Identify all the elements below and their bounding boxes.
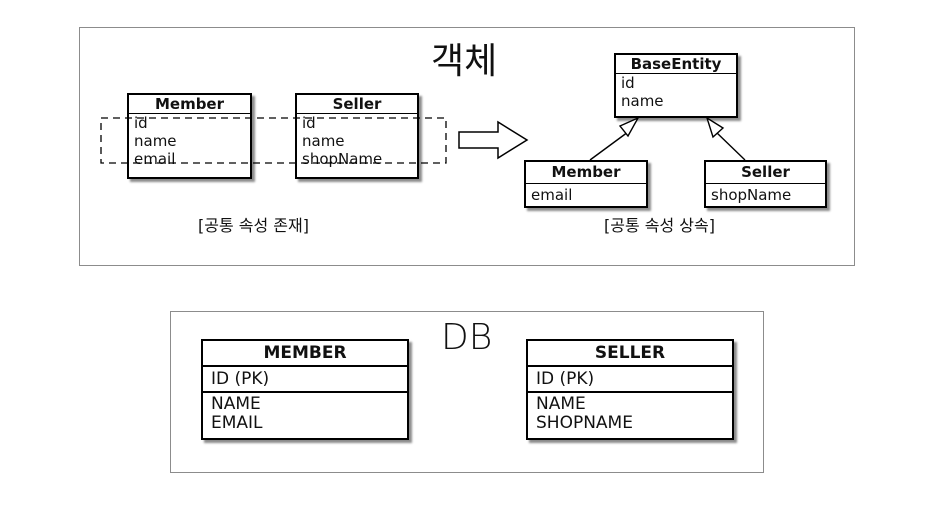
column-name: NAME <box>211 394 261 414</box>
seller-inherit-line <box>715 131 746 161</box>
field-id: id <box>621 74 635 92</box>
seller-inherit-arrowhead <box>705 116 725 139</box>
left-member-class: Member id name email <box>127 93 252 179</box>
right-caption: [공통 속성 상속] <box>604 216 715 235</box>
field-email: email <box>531 186 573 204</box>
right-seller-class: Seller shopName <box>704 160 827 208</box>
column-shopname: SHOPNAME <box>536 413 633 433</box>
seller-table: SELLER ID (PK) NAME SHOPNAME <box>526 339 734 440</box>
field-name: name <box>302 132 345 150</box>
class-name: Seller <box>706 162 825 184</box>
member-table: MEMBER ID (PK) NAME EMAIL <box>201 339 409 440</box>
class-name: Member <box>129 95 250 114</box>
common-attributes-dashed-box <box>100 117 447 164</box>
table-name: SELLER <box>528 341 732 367</box>
object-panel-title: 객체 <box>431 41 498 82</box>
field-name: name <box>134 132 177 150</box>
db-panel-title: DB <box>441 317 493 358</box>
column-email: EMAIL <box>211 413 263 433</box>
class-name: Member <box>526 162 646 184</box>
transform-arrow <box>458 120 529 160</box>
left-seller-class: Seller id name shopName <box>295 93 419 179</box>
pk-column: ID (PK) <box>528 367 732 393</box>
base-entity-class: BaseEntity id name <box>614 53 738 118</box>
class-name: Seller <box>297 95 417 114</box>
left-caption: [공통 속성 존재] <box>198 216 309 235</box>
column-name: NAME <box>536 394 586 414</box>
field-shopname: shopName <box>711 186 792 204</box>
table-name: MEMBER <box>203 341 407 367</box>
class-name: BaseEntity <box>616 55 736 74</box>
right-member-class: Member email <box>524 160 648 208</box>
field-name: name <box>621 92 664 110</box>
pk-column: ID (PK) <box>203 367 407 393</box>
member-inherit-arrowhead <box>618 116 640 138</box>
member-inherit-line <box>589 131 629 161</box>
field-email: email <box>134 150 176 168</box>
